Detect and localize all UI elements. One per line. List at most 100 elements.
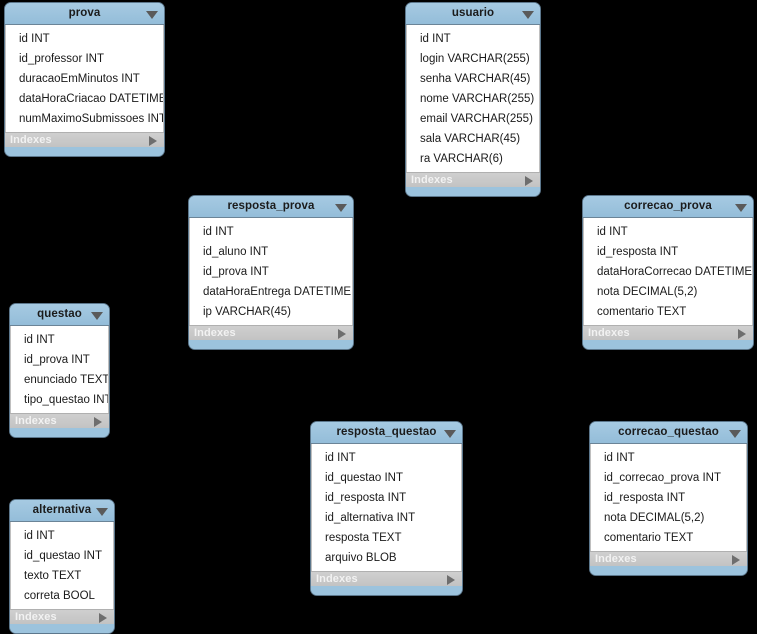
table-title: resposta_prova	[227, 200, 315, 212]
chevron-right-icon[interactable]	[338, 329, 346, 339]
column-row[interactable]: nome VARCHAR(255)	[420, 93, 535, 105]
column-row[interactable]: id_prova INT	[24, 354, 90, 366]
column-row[interactable]: id_professor INT	[19, 53, 105, 65]
table-indexes-section-questao[interactable]: Indexes	[10, 413, 109, 428]
chevron-right-icon[interactable]	[94, 417, 102, 427]
chevron-down-icon[interactable]	[735, 203, 747, 212]
table-node-prova[interactable]: prova id INT id_professor INT duracaoEmMinu…	[4, 2, 165, 157]
column-row[interactable]: id_resposta INT	[325, 492, 407, 504]
column-row[interactable]: arquivo BLOB	[325, 552, 397, 564]
column-row[interactable]: id INT	[203, 226, 234, 238]
column-row[interactable]: ra VARCHAR(6)	[420, 153, 503, 165]
column-row[interactable]: comentario TEXT	[604, 532, 694, 544]
column-row[interactable]: id_questao INT	[325, 472, 403, 484]
column-row[interactable]: id_resposta INT	[604, 492, 686, 504]
table-columns-correcao_prova: id INT id_resposta INT dataHoraCorrecao DA…	[583, 218, 753, 325]
table-header-prova[interactable]: prova	[5, 3, 164, 25]
table-header-questao[interactable]: questao	[10, 304, 109, 326]
column-row[interactable]: id_prova INT	[203, 266, 269, 278]
column-row[interactable]: id INT	[24, 334, 55, 346]
column-row[interactable]: resposta TEXT	[325, 532, 402, 544]
chevron-down-icon[interactable]	[729, 429, 741, 438]
table-indexes-section-alternativa[interactable]: Indexes	[10, 609, 114, 624]
column-row[interactable]: duracaoEmMinutos INT	[19, 73, 140, 85]
chevron-right-icon[interactable]	[99, 613, 107, 623]
column-row[interactable]: texto TEXT	[24, 570, 82, 582]
column-row[interactable]: id INT	[19, 33, 50, 45]
table-node-questao[interactable]: questao id INT id_prova INT enunciado TEXT t…	[9, 303, 110, 438]
chevron-right-icon[interactable]	[149, 136, 157, 146]
column-row[interactable]: id INT	[604, 452, 635, 464]
indexes-label: Indexes	[595, 553, 637, 565]
chevron-down-icon[interactable]	[444, 429, 456, 438]
table-header-usuario[interactable]: usuario	[406, 3, 540, 25]
table-title: alternativa	[32, 504, 92, 516]
table-header-resposta_questao[interactable]: resposta_questao	[311, 422, 462, 444]
table-indexes-section-correcao_prova[interactable]: Indexes	[583, 325, 753, 340]
column-row[interactable]: dataHoraCriacao DATETIME	[19, 93, 163, 105]
column-row[interactable]: login VARCHAR(255)	[420, 53, 530, 65]
chevron-right-icon[interactable]	[738, 329, 746, 339]
column-row[interactable]: enunciado TEXT	[24, 374, 108, 386]
chevron-down-icon[interactable]	[96, 507, 108, 516]
column-row[interactable]: id_correcao_prova INT	[604, 472, 721, 484]
column-row[interactable]: dataHoraEntrega DATETIME	[203, 286, 352, 298]
column-row[interactable]: id INT	[325, 452, 356, 464]
column-row[interactable]: senha VARCHAR(45)	[420, 73, 531, 85]
column-row[interactable]: numMaximoSubmissoes INT	[19, 113, 163, 125]
chevron-down-icon[interactable]	[335, 203, 347, 212]
table-header-resposta_prova[interactable]: resposta_prova	[189, 196, 353, 218]
table-footer-prova	[5, 147, 164, 156]
chevron-right-icon[interactable]	[525, 176, 533, 186]
table-indexes-section-prova[interactable]: Indexes	[5, 132, 164, 147]
table-indexes-section-resposta_prova[interactable]: Indexes	[189, 325, 353, 340]
table-indexes-section-correcao_questao[interactable]: Indexes	[590, 551, 747, 566]
column-row[interactable]: id INT	[420, 33, 451, 45]
column-row[interactable]: id_aluno INT	[203, 246, 269, 258]
table-header-alternativa[interactable]: alternativa	[10, 500, 114, 522]
column-row[interactable]: tipo_questao INT	[24, 394, 108, 406]
table-footer-correcao_questao	[590, 566, 747, 575]
table-columns-alternativa: id INT id_questao INT texto TEXT correta BO…	[10, 522, 114, 609]
column-row[interactable]: id INT	[597, 226, 628, 238]
table-columns-prova: id INT id_professor INT duracaoEmMinutos I…	[5, 25, 164, 132]
chevron-down-icon[interactable]	[91, 311, 103, 320]
table-node-alternativa[interactable]: alternativa id INT id_questao INT texto TEX…	[9, 499, 115, 634]
table-title: questao	[37, 308, 82, 320]
chevron-right-icon[interactable]	[447, 575, 455, 585]
indexes-label: Indexes	[10, 134, 52, 146]
chevron-right-icon[interactable]	[732, 555, 740, 565]
column-row[interactable]: id_questao INT	[24, 550, 102, 562]
table-header-correcao_prova[interactable]: correcao_prova	[583, 196, 753, 218]
table-indexes-section-resposta_questao[interactable]: Indexes	[311, 571, 462, 586]
table-node-usuario[interactable]: usuario id INT login VARCHAR(255) senha VAR…	[405, 2, 541, 197]
column-row[interactable]: correta BOOL	[24, 590, 95, 602]
column-row[interactable]: sala VARCHAR(45)	[420, 133, 521, 145]
chevron-down-icon[interactable]	[522, 10, 534, 19]
column-row[interactable]: id_alternativa INT	[325, 512, 416, 524]
column-row[interactable]: id INT	[24, 530, 55, 542]
indexes-label: Indexes	[15, 611, 57, 623]
column-row[interactable]: dataHoraCorrecao DATETIME	[597, 266, 752, 278]
column-row[interactable]: ip VARCHAR(45)	[203, 306, 291, 318]
indexes-label: Indexes	[316, 573, 358, 585]
column-row[interactable]: id_resposta INT	[597, 246, 679, 258]
table-footer-usuario	[406, 187, 540, 196]
column-row[interactable]: nota DECIMAL(5,2)	[604, 512, 705, 524]
table-footer-questao	[10, 428, 109, 437]
indexes-label: Indexes	[588, 327, 630, 339]
table-footer-alternativa	[10, 624, 114, 633]
table-header-correcao_questao[interactable]: correcao_questao	[590, 422, 747, 444]
table-columns-questao: id INT id_prova INT enunciado TEXT tipo_que…	[10, 326, 109, 413]
chevron-down-icon[interactable]	[146, 10, 158, 19]
table-columns-resposta_questao: id INT id_questao INT id_resposta INT id_al…	[311, 444, 462, 571]
column-row[interactable]: email VARCHAR(255)	[420, 113, 533, 125]
column-row[interactable]: comentario TEXT	[597, 306, 687, 318]
column-row[interactable]: nota DECIMAL(5,2)	[597, 286, 698, 298]
table-indexes-section-usuario[interactable]: Indexes	[406, 172, 540, 187]
